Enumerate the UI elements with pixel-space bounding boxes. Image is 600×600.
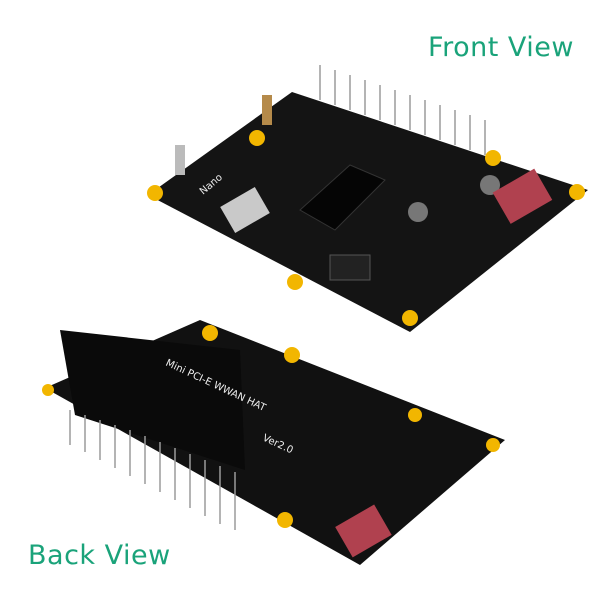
front-view-label: Front View (428, 32, 574, 63)
capacitor (480, 175, 500, 195)
back-mounting-pads (42, 325, 500, 528)
mini-pcie-slot (299, 164, 386, 231)
antenna-connector (262, 95, 272, 125)
audio-jack (329, 254, 371, 281)
front-mounting-pads (147, 130, 585, 326)
back-header-pins (69, 410, 236, 530)
capacitor (408, 202, 428, 222)
back-switch (335, 504, 392, 558)
front-switch (492, 168, 553, 224)
front-board: Nano (147, 65, 588, 332)
back-header-connector (60, 330, 245, 470)
back-board: Mini PCI-E WWAN HAT Ver2.0 (42, 320, 505, 565)
sim-card-slot (220, 187, 270, 233)
back-view-label: Back View (28, 540, 171, 571)
front-pcb (148, 92, 588, 332)
antenna-connector (175, 145, 185, 175)
front-header-pins (319, 65, 486, 155)
